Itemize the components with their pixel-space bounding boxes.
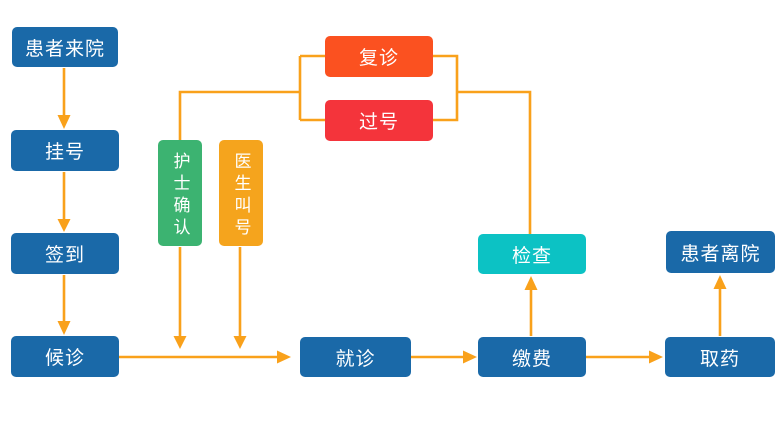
node-label: 取药: [699, 348, 740, 370]
node-consultation: 就诊: [300, 337, 411, 377]
node-label: 复诊: [358, 48, 399, 69]
node-label: 检查: [511, 245, 552, 267]
node-label: 就诊: [335, 348, 376, 370]
edge-bracket-left-to-nurse: [178, 54, 325, 140]
edge-arrive-register: [57, 68, 71, 129]
node-patient-leave: 患者离院: [666, 231, 775, 273]
node-label: 患者离院: [680, 243, 761, 265]
node-patient-arrive: 患者来院: [12, 27, 118, 67]
edge-bracket-right-to-exam: [433, 54, 532, 234]
node-label: 签到: [44, 245, 85, 266]
node-label: 过号: [358, 112, 399, 133]
edge-register-checkin: [57, 172, 71, 232]
node-checkin: 签到: [11, 233, 119, 274]
node-label: 挂号: [44, 142, 85, 163]
node-label: 候诊: [44, 348, 85, 369]
edge-waiting-consultation: [119, 350, 291, 364]
edge-pharmacy-leave: [713, 275, 727, 336]
node-missed-number: 过号: [325, 100, 433, 141]
node-label: 患者来院: [24, 38, 105, 60]
node-label: 医生叫号: [231, 152, 251, 240]
node-nurse-confirm: 护士确认: [158, 140, 202, 246]
edge-payment-examination: [524, 276, 538, 336]
edge-payment-pharmacy: [586, 350, 663, 364]
node-label: 缴费: [511, 348, 552, 370]
node-doctor-call: 医生叫号: [219, 140, 263, 246]
node-examination: 检查: [478, 234, 586, 274]
edge-doctor-call-lane: [233, 247, 247, 349]
node-return-visit: 复诊: [325, 36, 433, 77]
node-waiting: 候诊: [11, 336, 119, 377]
node-register: 挂号: [11, 130, 119, 171]
node-payment: 缴费: [478, 337, 586, 377]
edge-nurse-confirm-lane: [173, 247, 187, 349]
edge-consultation-payment: [411, 350, 477, 364]
node-label: 护士确认: [170, 152, 190, 240]
node-pharmacy: 取药: [665, 337, 775, 377]
edge-checkin-waiting: [57, 275, 71, 335]
